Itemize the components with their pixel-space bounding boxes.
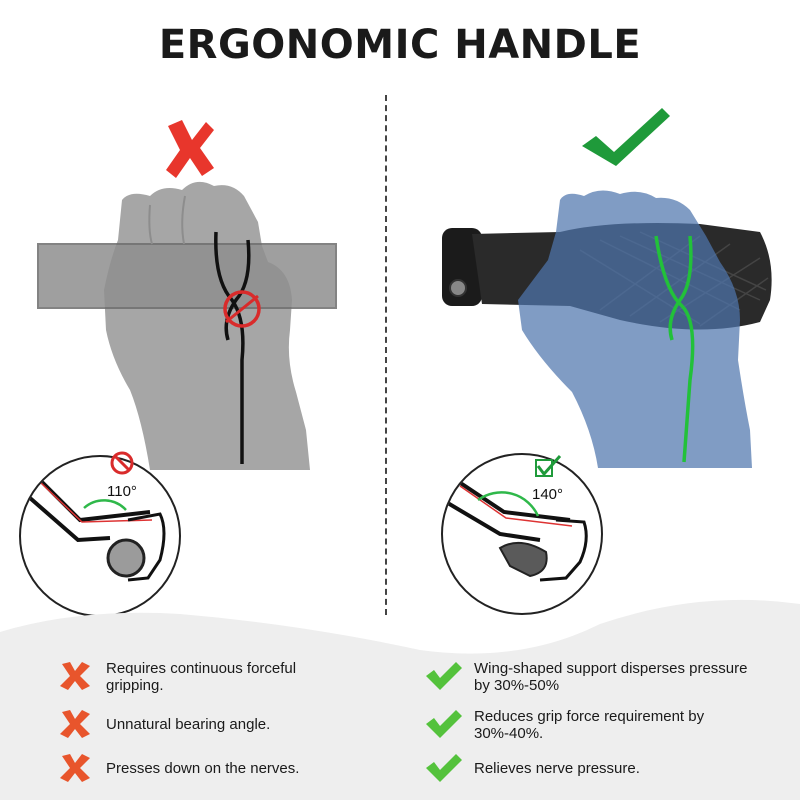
center-divider (385, 95, 387, 615)
check-icon (426, 754, 462, 782)
good-point: Relieves nerve pressure. (424, 752, 640, 784)
cross-icon (60, 662, 90, 690)
comparison-points: Requires continuous forceful gripping. U… (0, 600, 800, 800)
check-icon (426, 710, 462, 738)
bad-point: Requires continuous forceful gripping. (56, 660, 306, 694)
bad-angle-detail (19, 451, 181, 617)
good-point: Reduces grip force requirement by 30%-40… (424, 708, 774, 742)
checkbox-icon (535, 455, 562, 477)
cross-icon (60, 710, 90, 738)
bad-angle-label: 110° (107, 483, 137, 500)
bad-point: Unnatural bearing angle. (56, 708, 270, 740)
good-point: Wing-shaped support disperses pressure b… (424, 660, 754, 694)
bad-point-text: Requires continuous forceful gripping. (106, 660, 297, 694)
good-angle-label: 140° (532, 486, 564, 503)
bad-point: Presses down on the nerves. (56, 752, 299, 784)
check-icon (426, 662, 462, 690)
bad-point-text: Unnatural bearing angle. (106, 716, 271, 733)
check-icon (582, 108, 670, 166)
bad-point-text: Presses down on the nerves. (106, 760, 300, 777)
bad-hand-illustration (37, 181, 337, 471)
page-title: ERGONOMIC HANDLE (158, 22, 642, 68)
good-point-text: Wing-shaped support disperses pressure b… (474, 660, 748, 694)
cross-icon (166, 120, 214, 178)
good-hand-illustration (518, 190, 752, 468)
prohibited-icon (110, 451, 134, 475)
good-angle-detail (441, 453, 603, 615)
good-point-text: Reduces grip force requirement by 30%-40… (474, 708, 705, 742)
good-point-text: Relieves nerve pressure. (474, 760, 640, 777)
cross-icon (60, 754, 90, 782)
